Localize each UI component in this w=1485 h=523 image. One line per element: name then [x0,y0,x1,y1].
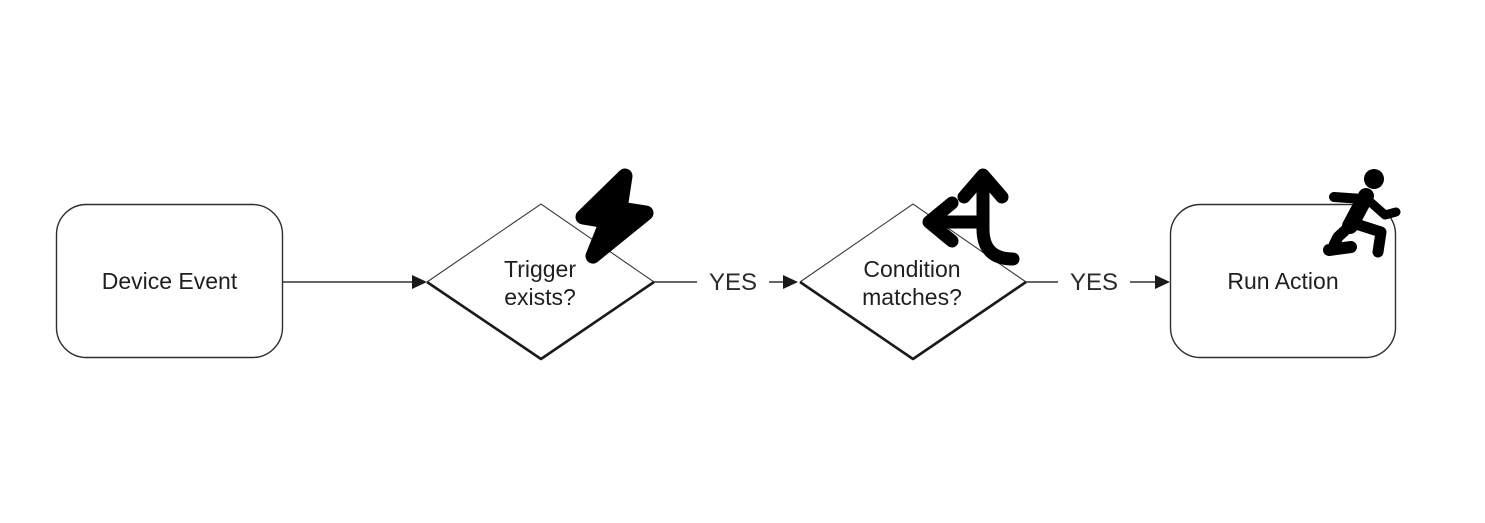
node-condition-matches [799,203,1027,361]
edge-trigger-to-condition [654,275,798,289]
node-device-event [55,203,284,359]
edge-condition-to-run [1026,275,1170,289]
node-trigger-exists [426,203,655,361]
arrowhead-icon [1155,275,1170,289]
arrowhead-icon [412,275,427,289]
running-person-icon [1323,169,1401,258]
edge-device-to-trigger [283,275,427,289]
lightning-bolt-icon [575,168,654,264]
split-arrows-icon [922,168,1020,266]
arrowhead-icon [783,275,798,289]
